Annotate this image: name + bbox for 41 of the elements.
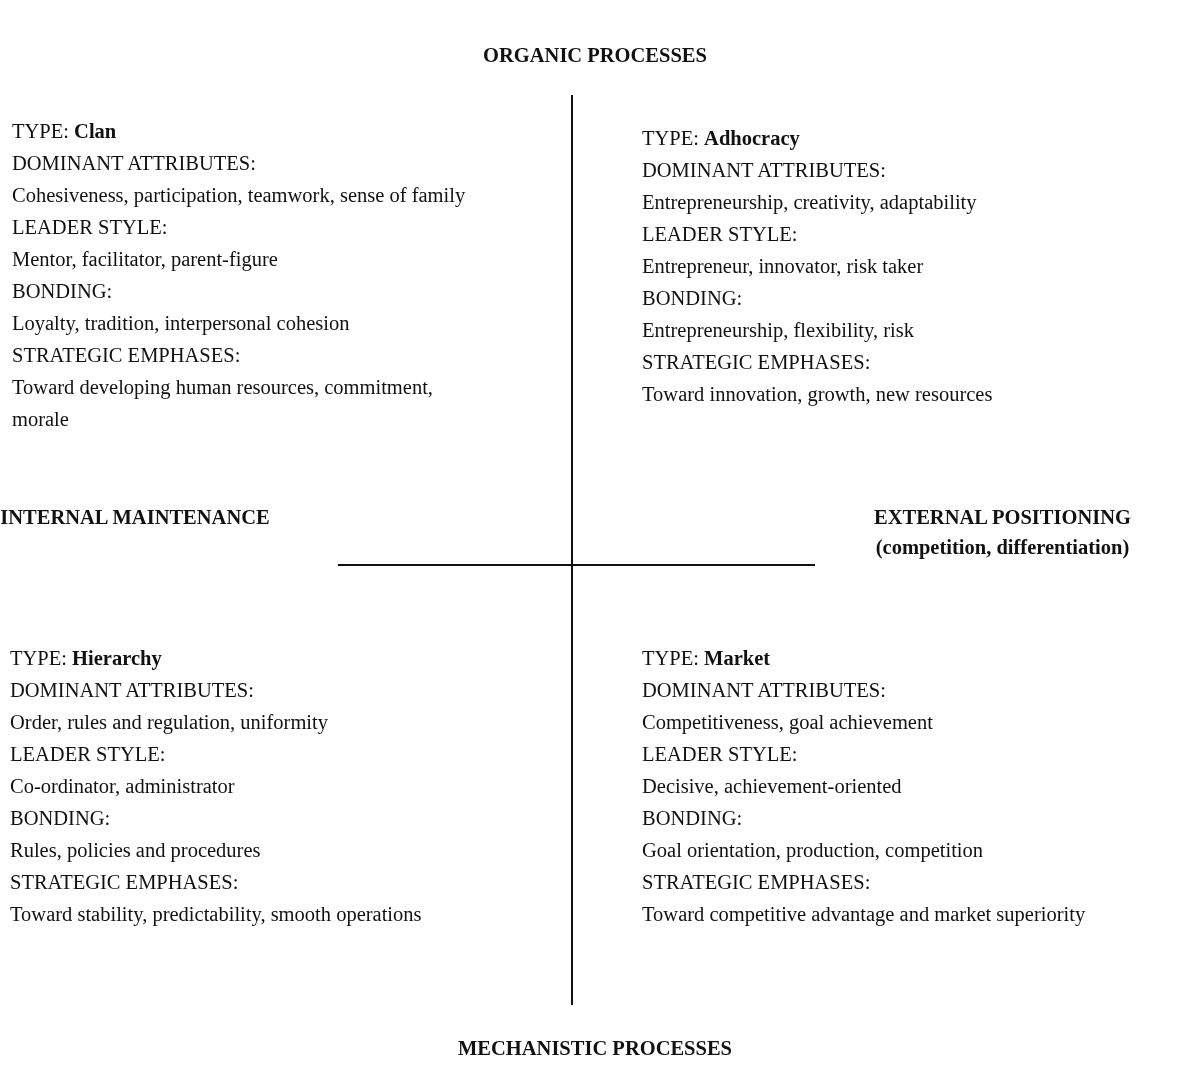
field-heading: STRATEGIC EMPHASES: [642, 350, 872, 375]
field-text: Loyalty, tradition, interpersonal cohesion [12, 311, 351, 337]
field-text: Entrepreneurship, creativity, adaptability [642, 190, 978, 216]
field-heading: LEADER STYLE: [12, 215, 169, 240]
type-label: TYPE: Adhocracy [642, 126, 801, 152]
field-heading: STRATEGIC EMPHASES: [12, 343, 242, 368]
field-heading: STRATEGIC EMPHASES: [642, 870, 872, 895]
field-heading: STRATEGIC EMPHASES: [10, 870, 240, 895]
type-label: TYPE: Clan [12, 119, 118, 144]
field-text: Competitiveness, goal achievement [642, 710, 934, 736]
field-text: Cohesiveness, participation, teamwork, sense of family [12, 183, 467, 209]
field-heading: DOMINANT ATTRIBUTES: [12, 151, 257, 176]
field-heading: BONDING: [642, 286, 744, 311]
field-heading: LEADER STYLE: [642, 742, 799, 767]
type-label: TYPE: Hierarchy [10, 646, 163, 672]
axis-label: ORGANIC PROCESSES [482, 43, 708, 68]
field-text: Toward innovation, growth, new resources [642, 382, 994, 408]
field-text: Toward stability, predictability, smooth operations [10, 902, 423, 928]
field-text: Co-ordinator, administrator [10, 774, 236, 799]
field-text: Rules, policies and procedures [10, 838, 262, 864]
field-heading: DOMINANT ATTRIBUTES: [642, 158, 887, 183]
field-text: Goal orientation, production, competition [642, 838, 985, 864]
field-heading: BONDING: [10, 806, 112, 831]
field-text: Toward competitive advantage and market superiority [642, 902, 1087, 928]
field-heading: LEADER STYLE: [10, 742, 167, 767]
field-text: Mentor, facilitator, parent-figure [12, 247, 279, 273]
field-text: Decisive, achievement-oriented [642, 774, 903, 799]
field-text: Order, rules and regulation, uniformity [10, 710, 329, 736]
axis-label: INTERNAL MAINTENANCE [0, 505, 270, 530]
field-heading: BONDING: [12, 279, 114, 304]
axis-label: EXTERNAL POSITIONING [873, 505, 1132, 530]
axis-label: (competition, differentiation) [874, 535, 1131, 561]
field-heading: LEADER STYLE: [642, 222, 799, 247]
field-text: Entrepreneurship, flexibility, risk [642, 318, 915, 344]
type-label: TYPE: Market [642, 646, 772, 671]
field-text: Toward developing human resources, commitment, morale [12, 375, 434, 432]
field-text: Entrepreneur, innovator, risk taker [642, 254, 925, 280]
field-heading: BONDING: [642, 806, 744, 831]
field-heading: DOMINANT ATTRIBUTES: [10, 678, 255, 703]
field-heading: DOMINANT ATTRIBUTES: [642, 678, 887, 703]
axis-label: MECHANISTIC PROCESSES [457, 1036, 733, 1061]
